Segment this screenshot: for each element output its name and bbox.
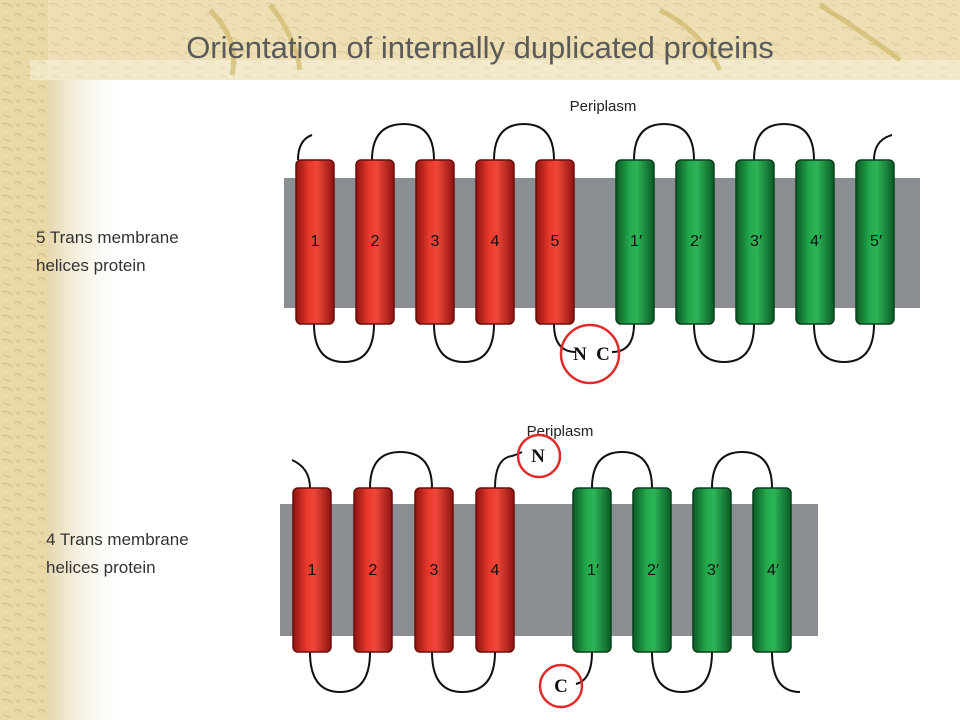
periplasm-label-4tm: Periplasm — [527, 423, 594, 440]
c-terminus-label-4tm: C — [554, 676, 568, 697]
helix-green-1-4tm: 1′ — [572, 487, 612, 653]
helix-label: 4′ — [767, 562, 779, 579]
termini-highlight-circle-5tm — [559, 323, 621, 385]
figure-4tm: Periplasm 1 2 3 — [280, 423, 818, 709]
parchment-strip — [0, 0, 48, 720]
helix-label: 4 — [491, 233, 500, 250]
helix-red-5-5tm: 5 — [535, 159, 575, 325]
title-banner-fade — [30, 60, 960, 80]
helix-label: 4 — [491, 562, 500, 579]
helix-label: 5′ — [870, 233, 882, 250]
helix-red-4-5tm: 4 — [475, 159, 515, 325]
n-terminus-highlight-circle-4tm — [516, 433, 562, 479]
helix-label: 2′ — [647, 562, 659, 579]
helix-label: 3′ — [707, 562, 719, 579]
protein-4tm-label-line2: helices protein — [46, 558, 156, 577]
protein-5tm-label-line1: 5 Trans membrane — [36, 228, 179, 247]
helix-label: 1′ — [587, 562, 599, 579]
helix-red-2-4tm: 2 — [353, 487, 393, 653]
title-banner — [30, 0, 960, 80]
helix-red-3-4tm: 3 — [414, 487, 454, 653]
loops-top-4tm — [291, 450, 773, 489]
helix-red-1-5tm: 1 — [295, 159, 335, 325]
helix-green-2-4tm: 2′ — [632, 487, 672, 653]
helix-label: 2′ — [690, 233, 702, 250]
helix-label: 3 — [430, 562, 439, 579]
slide-title: Orientation of internally duplicated pro… — [186, 30, 774, 65]
helix-green-5-5tm: 5′ — [855, 159, 895, 325]
c-terminus-label-5tm: C — [596, 344, 610, 365]
helix-label: 2 — [369, 562, 378, 579]
c-terminus-highlight-circle-4tm — [538, 663, 584, 709]
loops-bottom-4tm — [309, 651, 801, 694]
helix-green-1-5tm: 1′ — [615, 159, 655, 325]
helix-red-3-5tm: 3 — [415, 159, 455, 325]
helix-label: 3′ — [750, 233, 762, 250]
helix-label: 1 — [311, 233, 320, 250]
helix-label: 1 — [308, 562, 317, 579]
decorative-leaf — [208, 2, 902, 76]
helix-red-2-5tm: 2 — [355, 159, 395, 325]
helix-green-4-5tm: 4′ — [795, 159, 835, 325]
helix-label: 5 — [551, 233, 560, 250]
helix-label: 3 — [431, 233, 440, 250]
helix-label: 2 — [371, 233, 380, 250]
helix-red-4-4tm: 4 — [475, 487, 515, 653]
n-terminus-label-5tm: N — [573, 344, 587, 365]
periplasm-label-5tm: Periplasm — [570, 98, 637, 115]
protein-4tm-label-line1: 4 Trans membrane — [46, 530, 189, 549]
helix-label: 1′ — [630, 233, 642, 250]
protein-5tm-label-line2: helices protein — [36, 256, 146, 275]
n-terminus-label-4tm: N — [531, 446, 545, 467]
loops-bottom-5tm — [313, 323, 875, 364]
helix-green-3-4tm: 3′ — [692, 487, 732, 653]
helix-label: 4′ — [810, 233, 822, 250]
helix-green-3-5tm: 3′ — [735, 159, 775, 325]
parchment-fade — [48, 80, 128, 720]
figure-5tm: Periplasm 1 2 3 — [284, 96, 924, 388]
helix-green-4-4tm: 4′ — [752, 487, 792, 653]
helix-green-2-5tm: 2′ — [675, 159, 715, 325]
helix-red-1-4tm: 1 — [292, 487, 332, 653]
loops-top-5tm — [297, 122, 893, 161]
